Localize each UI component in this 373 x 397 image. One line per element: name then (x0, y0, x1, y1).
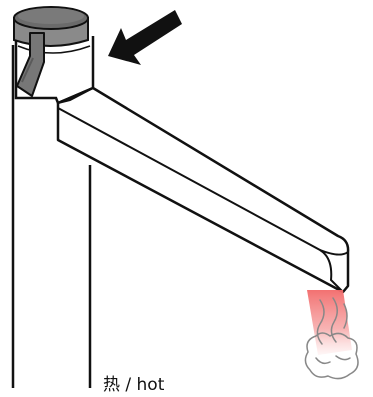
hot-water-stream (307, 290, 352, 355)
direction-arrow (108, 10, 182, 65)
lever-handle (16, 32, 45, 97)
spout (56, 86, 350, 294)
steam (304, 297, 359, 380)
hot-label: 热 / hot (103, 375, 165, 395)
